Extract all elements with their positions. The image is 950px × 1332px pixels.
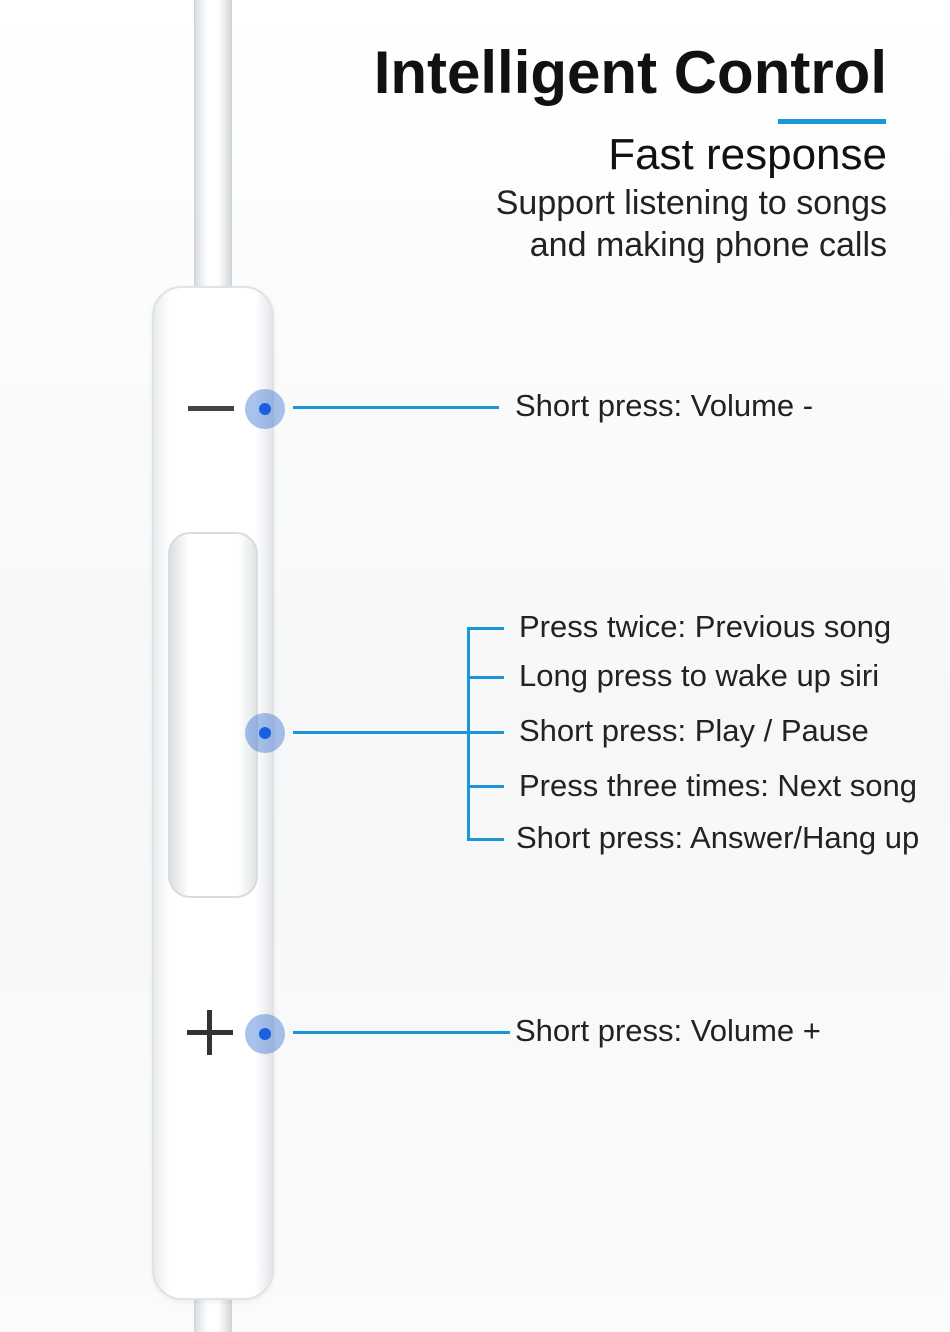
- play-pause-label-4: Press three times: Next song: [519, 768, 917, 803]
- bracket-tick-5: [467, 838, 504, 841]
- bracket-tick-2: [467, 676, 504, 679]
- play-pause-label-1: Press twice: Previous song: [519, 609, 892, 644]
- description-line-1: Support listening to songs: [495, 184, 887, 222]
- play-pause-label-3: Short press: Play / Pause: [519, 713, 869, 748]
- bracket-tick-4: [467, 785, 504, 788]
- volume-down-marker: [245, 389, 285, 429]
- description-line-2: and making phone calls: [529, 226, 887, 264]
- play-pause-marker: [245, 713, 285, 753]
- volume-up-connector: [293, 1031, 510, 1034]
- bracket-tick-1: [467, 627, 504, 630]
- volume-down-label: Short press: Volume -: [515, 388, 814, 423]
- play-pause-label-2: Long press to wake up siri: [519, 658, 880, 693]
- volume-down-connector: [293, 406, 499, 409]
- earphone-cable-top: [194, 0, 232, 300]
- minus-icon: [188, 406, 234, 411]
- play-pause-connector: [293, 731, 470, 734]
- volume-up-label: Short press: Volume +: [515, 1013, 821, 1048]
- accent-bar: [778, 119, 886, 124]
- play-pause-bracket: [467, 627, 470, 841]
- bracket-tick-3: [467, 731, 504, 734]
- headline: Intelligent Control: [373, 39, 887, 106]
- play-pause-label-5: Short press: Answer/Hang up: [516, 820, 920, 855]
- volume-up-marker: [245, 1014, 285, 1054]
- plus-icon-vertical: [207, 1010, 212, 1055]
- subheadline: Fast response: [608, 130, 887, 179]
- play-pause-key: [168, 532, 258, 898]
